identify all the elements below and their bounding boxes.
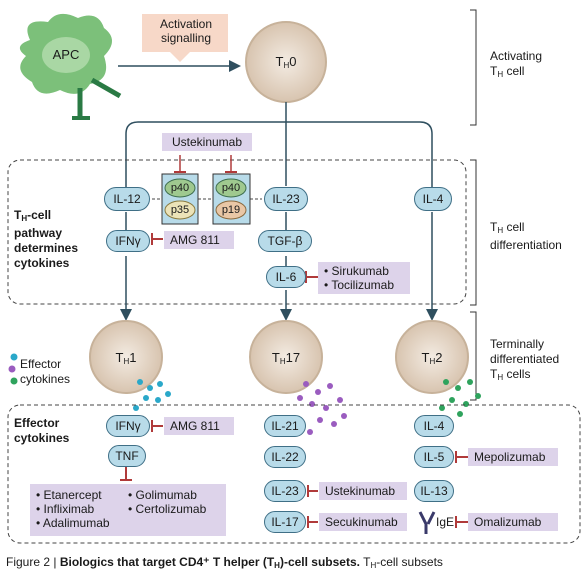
th0-label: TH0 <box>275 54 297 70</box>
il13-pill: IL-13 <box>414 480 454 502</box>
th2-cell <box>395 320 469 394</box>
bracket-differentiation <box>470 159 477 306</box>
il6-drugs: • Sirukumab• Tocilizumab <box>318 262 410 294</box>
p19-label: p19 <box>221 204 241 216</box>
bracket-activating <box>470 9 477 126</box>
p40-label-a: p40 <box>170 182 190 194</box>
ifng-diff-pill: IFNγ <box>106 230 150 252</box>
il22-pill: IL-22 <box>264 446 306 468</box>
il23-effector-pill: IL-23 <box>264 480 306 502</box>
il23-pill: IL-23 <box>264 187 308 211</box>
omalizumab-label: Omalizumab <box>468 513 558 531</box>
activation-signalling-label: Activation signalling <box>159 17 213 45</box>
th-cell-differentiation-label: TH cell differentiation <box>490 220 562 252</box>
il4-pill: IL-4 <box>414 187 452 211</box>
ige-antibody-icon <box>418 511 436 534</box>
il12-pill: IL-12 <box>104 187 150 211</box>
tgfb-pill: TGF-β <box>258 230 312 252</box>
th17-cell <box>249 320 323 394</box>
figure-caption: Figure 2 | Biologics that target CD4⁺ T … <box>6 555 443 570</box>
il17-pill: IL-17 <box>264 511 306 533</box>
il4-effector-pill: IL-4 <box>414 415 454 437</box>
secukinumab-label: Secukinumab <box>319 513 407 531</box>
pathway-text: TH-cell pathway determines cytokines <box>14 208 79 270</box>
activation-callout <box>142 14 228 62</box>
bracket-terminal <box>470 311 477 401</box>
mepolizumab-label: Mepolizumab <box>468 448 558 466</box>
p35-label: p35 <box>170 204 190 216</box>
amg811-effector-label: AMG 811 <box>164 417 234 435</box>
p40-label-b: p40 <box>221 182 241 194</box>
th2-cytokine-dots <box>439 379 481 417</box>
ustekinumab-effector-label: Ustekinumab <box>319 482 407 500</box>
il6-pill: IL-6 <box>266 266 306 288</box>
th2-label: TH2 <box>421 350 443 366</box>
th1-cell <box>89 320 163 394</box>
apc-cell <box>19 13 122 120</box>
th17-cytokine-dots <box>297 381 347 435</box>
ifng-effector-pill: IFNγ <box>106 415 150 437</box>
ustekinumab-top-label: Ustekinumab <box>162 133 252 151</box>
ige-label: IgE <box>436 515 455 529</box>
il5-pill: IL-5 <box>414 446 454 468</box>
tnf-drugs: • Etanercept• Golimumab • Infliximab• Ce… <box>30 484 226 536</box>
tnf-pill: TNF <box>108 445 146 467</box>
differentiation-box <box>7 159 467 305</box>
apc-label: APC <box>52 47 80 62</box>
th17-label: TH17 <box>271 350 301 366</box>
amg811-diff-label: AMG 811 <box>164 231 234 249</box>
th1-cytokine-dots <box>133 379 171 411</box>
effector-box <box>7 404 581 544</box>
th1-label: TH1 <box>115 350 137 366</box>
il21-pill: IL-21 <box>264 415 306 437</box>
